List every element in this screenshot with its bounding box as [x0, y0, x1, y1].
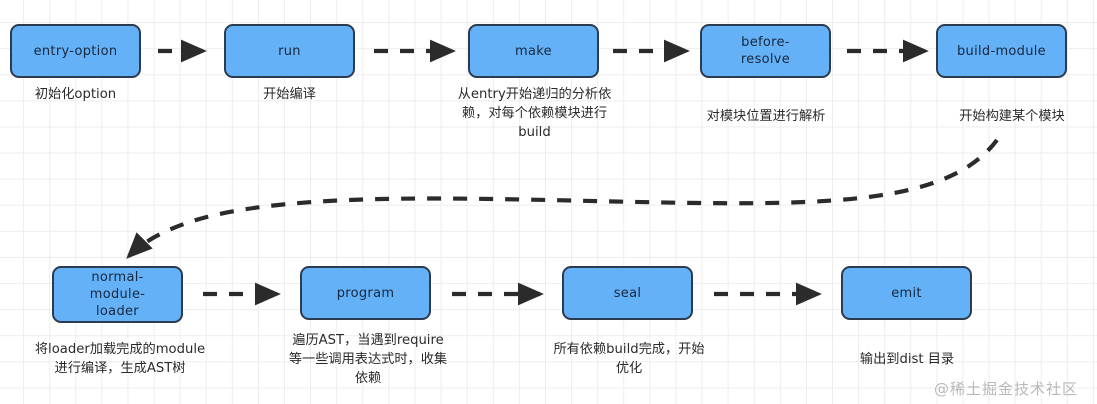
node-run[interactable]: run: [224, 24, 355, 78]
caption-seal: 所有依赖build完成，开始 优化: [553, 342, 705, 376]
node-build-module[interactable]: build-module: [936, 24, 1067, 78]
caption-make: 从entry开始递归的分析依 赖，对每个依赖模块进行 build: [457, 87, 612, 140]
node-normal-module-loader[interactable]: normal- module- loader: [52, 266, 183, 323]
node-make[interactable]: make: [468, 24, 599, 78]
caption-run: 开始编译: [263, 87, 316, 102]
caption-normal-module-loader: 将loader加载完成的module 进行编译，生成AST树: [34, 342, 206, 376]
caption-program: 遍历AST，当遇到require 等一些调用表达式时，收集 依赖: [288, 333, 448, 386]
node-entry-option[interactable]: entry-option: [10, 24, 141, 78]
node-seal[interactable]: seal: [562, 266, 693, 320]
node-program[interactable]: program: [300, 266, 431, 320]
caption-build-module: 开始构建某个模块: [959, 109, 1065, 124]
edge-build-module-to-normal-module-loader: [126, 138, 999, 259]
caption-before-resolve: 对模块位置进行解析: [706, 109, 826, 124]
caption-entry-option: 初始化option: [34, 87, 117, 102]
watermark: @稀土掘金技术社区: [934, 380, 1079, 398]
node-before-resolve[interactable]: before- resolve: [700, 24, 831, 78]
caption-emit: 输出到dist 目录: [859, 352, 955, 367]
node-emit[interactable]: emit: [841, 266, 972, 320]
